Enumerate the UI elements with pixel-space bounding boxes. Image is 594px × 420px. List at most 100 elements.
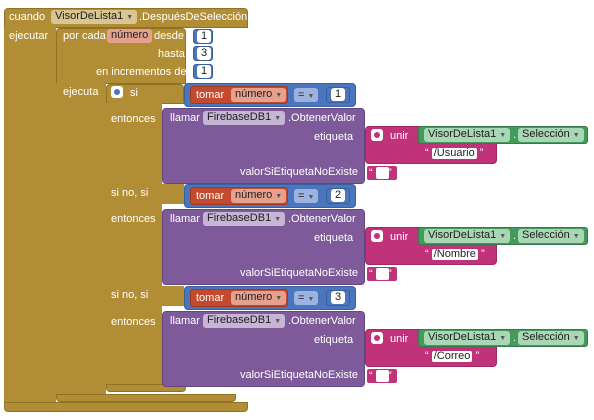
join-label-2: unir [390,231,409,243]
default-label-2: valorSiEtiquetaNoExiste [240,267,359,279]
get-variable-dropdown-2[interactable]: número▼ [231,189,287,203]
tag-label-1: etiqueta [314,131,354,143]
default-label-1: valorSiEtiquetaNoExiste [240,166,359,178]
loop-by-label: en incrementos de [96,66,187,78]
operator-dropdown-1[interactable]: =▼ [294,88,319,102]
call-component-dropdown-2[interactable]: FirebaseDB1▼ [203,212,286,226]
text-string-block-1[interactable]: “ /Usuario ” [423,146,486,160]
get-variable-dropdown-1[interactable]: número▼ [231,88,287,102]
get-label-1: tomar [196,89,225,101]
empty-string-value-3[interactable] [376,370,389,382]
event-component-name: VisorDeLista1 [55,10,124,22]
call-label-1: llamar [170,112,200,124]
empty-string-value-2[interactable] [376,268,389,280]
chevron-down-icon: ▼ [572,132,580,139]
operator-dropdown-3[interactable]: =▼ [294,291,319,305]
property-component-name-3: VisorDeLista1 [428,331,497,343]
tag-label-3: etiqueta [314,334,354,346]
if-label: si [130,87,138,99]
default-label-3: valorSiEtiquetaNoExiste [240,369,359,381]
empty-string-value-1[interactable] [376,167,389,179]
text-string-value-1[interactable]: /Usuario [431,146,477,159]
operator-value-2: = [298,190,305,202]
get-label-3: tomar [196,292,225,304]
elseif-row-1 [106,184,184,204]
then-label-2: entonces [111,213,156,225]
property-component-dropdown-1[interactable]: VisorDeLista1▼ [424,128,511,142]
join-label-3: unir [390,333,409,345]
chevron-down-icon: ▼ [307,93,315,100]
call-component-name-1: FirebaseDB1 [207,111,272,123]
call-method-block-1[interactable] [162,108,365,184]
get-label-2: tomar [196,190,225,202]
call-method-label-1: .ObtenerValor [288,112,356,124]
for-range-block-bottom [56,394,236,402]
text-string-block-2[interactable]: “ /Nombre ” [423,247,487,261]
chevron-down-icon: ▼ [572,335,580,342]
for-each-label: por cada [63,30,106,42]
gear-icon[interactable] [371,129,383,141]
chevron-down-icon: ▼ [274,216,282,223]
loop-do-label: ejecuta [63,86,99,98]
gear-icon[interactable] [371,332,383,344]
chevron-down-icon: ▼ [307,194,315,201]
property-name-dropdown-2[interactable]: Selección▼ [518,229,584,243]
then-label-3: entonces [111,316,156,328]
compare-number-value-1[interactable]: 1 [331,88,345,101]
property-component-dropdown-3[interactable]: VisorDeLista1▼ [424,331,511,345]
property-name-1: Selección [522,128,570,140]
loop-variable-field[interactable]: número [107,29,153,43]
by-number-value[interactable]: 1 [197,65,211,78]
text-string-block-3[interactable]: “ /Correo ” [423,349,482,363]
operator-dropdown-2[interactable]: =▼ [294,189,319,203]
property-component-dropdown-2[interactable]: VisorDeLista1▼ [424,229,511,243]
call-label-3: llamar [170,315,200,327]
property-dot-3: . [513,332,517,344]
if-block-spine [106,103,162,387]
property-dot-2: . [513,230,517,242]
property-name-dropdown-1[interactable]: Selección▼ [518,128,584,142]
get-variable-dropdown-3[interactable]: número▼ [231,291,287,305]
if-block-bottom [106,384,186,392]
gear-icon[interactable] [371,230,383,242]
chevron-down-icon: ▼ [275,92,283,99]
event-do-label: ejecutar [9,30,49,42]
chevron-down-icon: ▼ [275,193,283,200]
property-component-name-2: VisorDeLista1 [428,229,497,241]
call-component-name-3: FirebaseDB1 [207,314,272,326]
call-component-dropdown-1[interactable]: FirebaseDB1▼ [203,111,286,125]
loop-from-label: desde [154,30,184,42]
event-block-spine [4,27,56,404]
compare-number-value-2[interactable]: 2 [331,189,345,202]
tag-label-2: etiqueta [314,232,354,244]
chevron-down-icon: ▼ [499,233,507,240]
call-component-dropdown-3[interactable]: FirebaseDB1▼ [203,314,286,328]
chevron-down-icon: ▼ [307,296,315,303]
compare-number-value-3[interactable]: 3 [331,291,345,304]
operator-value-3: = [298,292,305,304]
text-string-value-2[interactable]: /Nombre [431,247,478,260]
join-label-1: unir [390,130,409,142]
elseif-row-2 [106,286,184,306]
loop-to-label: hasta [158,48,185,60]
event-when-label: cuando [9,11,46,23]
gear-icon[interactable] [111,86,123,98]
get-variable-name-3: número [235,291,273,303]
event-block-bottom [4,402,248,412]
chevron-down-icon: ▼ [274,115,282,122]
chevron-down-icon: ▼ [499,335,507,342]
property-name-dropdown-3[interactable]: Selección▼ [518,331,584,345]
call-label-2: llamar [170,213,200,225]
for-range-block-spine [56,83,106,396]
chevron-down-icon: ▼ [499,132,507,139]
chevron-down-icon: ▼ [275,295,283,302]
to-number-value[interactable]: 3 [197,47,211,60]
call-method-label-3: .ObtenerValor [288,315,356,327]
elseif-label-2: si no, si [111,289,149,301]
event-name-label: .DespuésDeSelección [139,11,248,23]
event-component-dropdown[interactable]: VisorDeLista1▼ [51,10,138,24]
chevron-down-icon: ▼ [126,14,134,21]
text-string-value-3[interactable]: /Correo [431,349,473,362]
call-component-name-2: FirebaseDB1 [207,212,272,224]
from-number-value[interactable]: 1 [197,30,211,43]
